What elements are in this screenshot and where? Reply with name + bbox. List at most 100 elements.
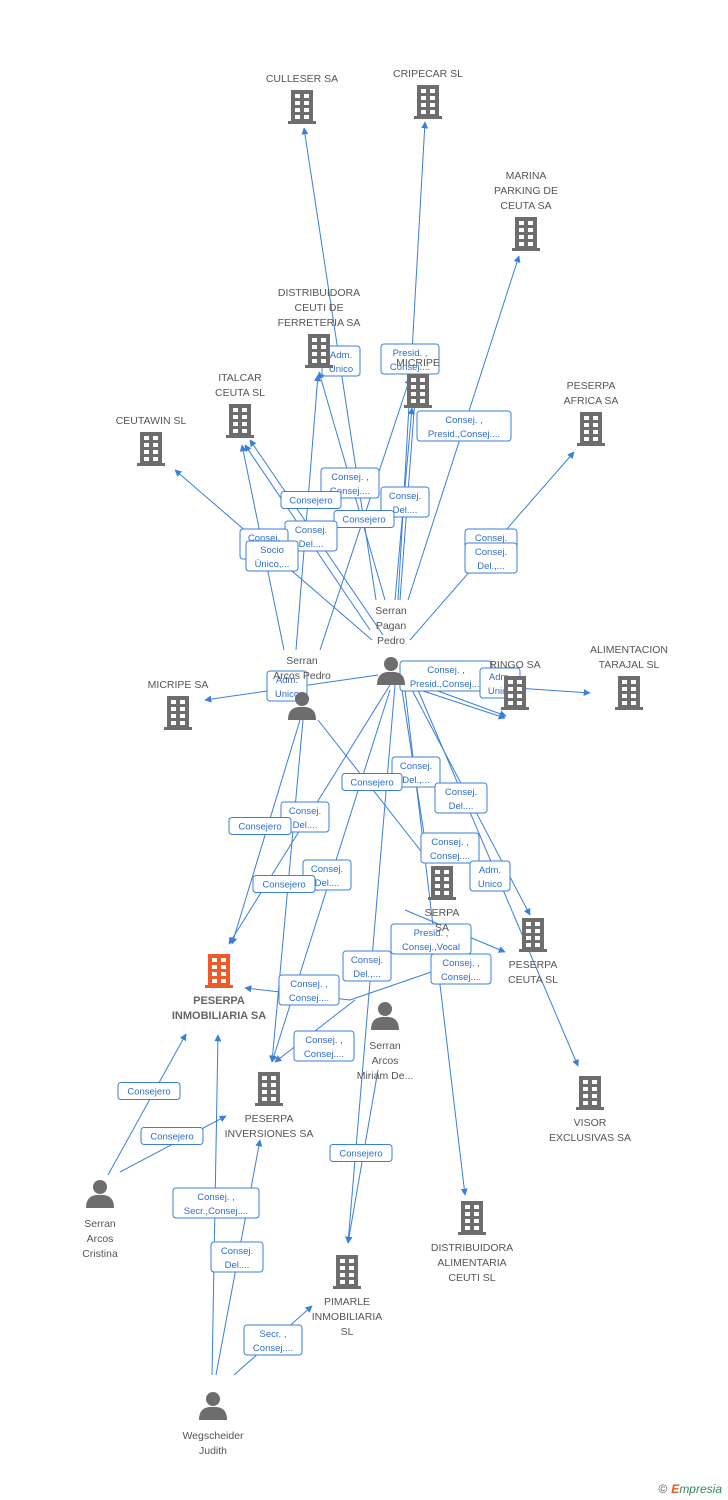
node-label: CEUTI DE	[294, 302, 343, 314]
node-label: Cristina	[82, 1248, 118, 1260]
person-icon	[199, 1392, 227, 1420]
relation-text: Consej. ,	[197, 1192, 235, 1203]
node-label: Serran	[369, 1040, 401, 1052]
relation-box	[293, 1030, 355, 1062]
relation-text: Consej. ,	[431, 837, 469, 848]
relation-label-r3[interactable]: Consej. ,Presid.,Consej....	[416, 410, 512, 442]
relation-label-r34[interactable]: Consej.Del....	[210, 1241, 264, 1273]
relation-label-r23[interactable]: Consejero	[252, 875, 316, 893]
relation-label-r5[interactable]: Consejero	[280, 491, 342, 509]
relation-label-r7[interactable]: Consejero	[333, 510, 395, 528]
relation-box	[329, 1144, 393, 1162]
node-peserpa_ceuta[interactable]: PESERPA CEUTA SL	[508, 918, 558, 986]
relation-text: Consejero	[342, 515, 385, 526]
relation-text: Del....	[449, 801, 474, 812]
node-label: DISTRIBUIDORA	[278, 287, 360, 299]
relation-label-r4[interactable]: Consej. ,Consej....	[320, 467, 380, 499]
relation-label-r6[interactable]: Consej.Del....	[380, 486, 430, 518]
node-culleser[interactable]: CULLESER SA	[266, 73, 338, 124]
relation-label-r28[interactable]: Consej. ,Consej....	[430, 953, 492, 985]
node-label: FERRETERIA SA	[278, 317, 361, 329]
relation-label-r29[interactable]: Consej. ,Consej....	[293, 1030, 355, 1062]
relation-text: Consej.,Vocal	[402, 942, 460, 953]
relation-label-r21[interactable]: Consej. , Consej....	[420, 832, 480, 864]
node-distceuti[interactable]: DISTRIBUIDORA CEUTI DE FERRETERIA SA	[278, 287, 361, 368]
node-label: AFRICA SA	[564, 395, 619, 407]
relation-label-r35[interactable]: Secr. ,Consej....	[243, 1324, 303, 1356]
node-micripe_sa[interactable]: MICRIPE SA	[148, 679, 209, 730]
node-ceutawin[interactable]: CEUTAWIN SL	[116, 415, 187, 466]
relation-label-r20[interactable]: Consejero	[228, 817, 292, 835]
relation-text: Del....	[293, 820, 318, 831]
relation-text: Consej. ,	[331, 472, 369, 483]
relation-label-r26[interactable]: Consej.Del.,...	[342, 950, 392, 982]
node-label: Arcos Pedro	[273, 670, 331, 682]
relation-text: Adm.	[489, 672, 511, 683]
node-label: PESERPA	[509, 959, 558, 971]
relation-label-r16[interactable]: Consej.Del.,...	[391, 756, 441, 788]
relation-label-r17[interactable]: Consejero	[341, 773, 403, 791]
node-ringo[interactable]: RINGO SA	[489, 659, 541, 710]
edge-line-24	[419, 689, 506, 720]
relation-label-r12[interactable]: Consej.Del.,...	[464, 542, 518, 574]
relation-label-r24[interactable]: Adm.Unico	[469, 860, 511, 892]
relation-label-r33[interactable]: Consej. ,Secr.,Consej....	[172, 1187, 260, 1219]
node-label: EXCLUSIVAS SA	[549, 1132, 631, 1144]
node-cripecar[interactable]: CRIPECAR SL	[393, 68, 463, 119]
node-label: CEUTA SL	[508, 974, 558, 986]
relation-label-r30[interactable]: Consejero	[117, 1082, 181, 1100]
relation-text: Del....	[393, 505, 418, 516]
node-label: Wegscheider	[182, 1430, 244, 1442]
relation-box	[391, 756, 441, 788]
node-label: Arcos	[87, 1233, 114, 1245]
relation-box	[140, 1127, 204, 1145]
relation-label-r19[interactable]: Consej.Del....	[434, 782, 488, 814]
node-label: CEUTI SL	[448, 1272, 495, 1284]
node-label: ITALCAR	[218, 372, 262, 384]
relation-label-r14[interactable]: Consej. ,Presid.,Consej....	[399, 660, 493, 692]
relation-text: Socio	[260, 545, 284, 556]
relation-label-r25[interactable]: Presid. ,Consej.,Vocal	[390, 923, 472, 955]
building-icon	[226, 404, 254, 438]
relation-label-r27[interactable]: Consej. ,Consej....	[278, 974, 340, 1006]
relation-label-r13[interactable]: Adm.Unico	[266, 670, 308, 702]
relation-text: Del.,...	[402, 775, 429, 786]
building-icon	[458, 1201, 486, 1235]
relation-text: Presid. ,	[393, 348, 428, 359]
footer-credit: ©Empresia	[658, 1482, 722, 1496]
brand-initial: E	[671, 1482, 680, 1496]
relation-text: Consejero	[127, 1087, 170, 1098]
relation-label-r11[interactable]: SocioÚnico,...	[245, 540, 299, 572]
relation-text: Consej. ,	[290, 979, 328, 990]
relation-label-r32[interactable]: Consejero	[329, 1144, 393, 1162]
building-icon	[414, 85, 442, 119]
relation-text: Consej. ,	[305, 1035, 343, 1046]
relation-text: Consej....	[430, 851, 470, 862]
node-label: CULLESER SA	[266, 73, 338, 85]
node-micripe_top[interactable]: MICRIPE	[396, 357, 440, 408]
relation-box	[469, 860, 511, 892]
relation-text: Presid.,Consej....	[428, 429, 500, 440]
relation-text: Consej.	[295, 525, 327, 536]
node-label: DISTRIBUIDORA	[431, 1242, 513, 1254]
relation-label-r2[interactable]: Presid. ,Consej....	[380, 343, 440, 375]
relation-text: Adm.	[330, 350, 352, 361]
relation-label-r31[interactable]: Consejero	[140, 1127, 204, 1145]
relation-box	[390, 923, 472, 955]
